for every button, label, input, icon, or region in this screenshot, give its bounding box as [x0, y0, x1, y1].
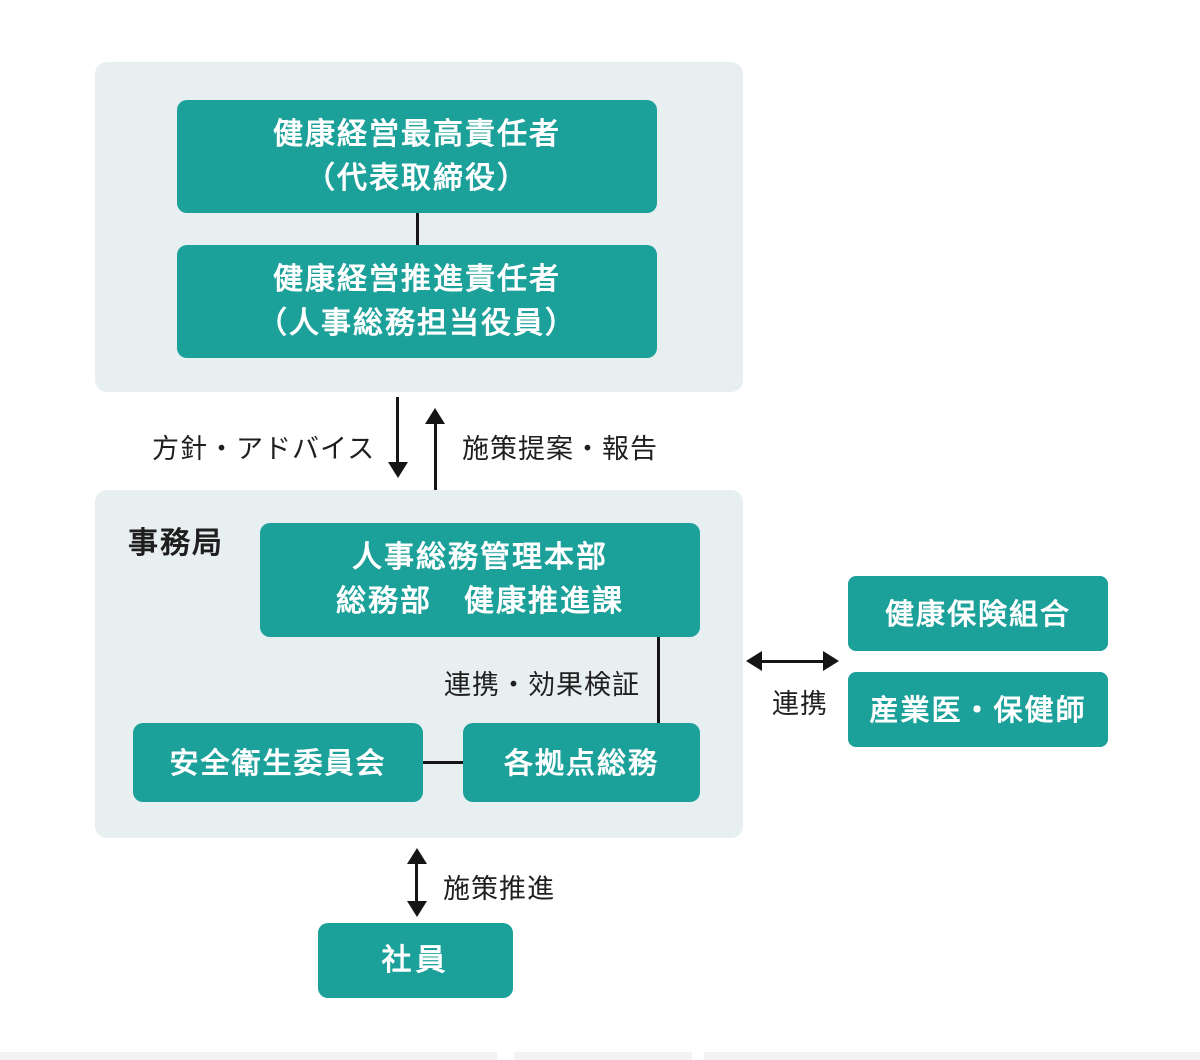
hq-health-promotion-box: 人事総務管理本部 総務部 健康推進課 — [260, 523, 700, 637]
bottom-edge-strip — [514, 1052, 692, 1060]
occupational-health-box: 産業医・保健師 — [848, 672, 1108, 747]
proposal-report-label: 施策提案・報告 — [462, 434, 658, 465]
policy-advice-label: 方針・アドバイス — [152, 434, 376, 465]
secretariat-title: 事務局 — [128, 526, 224, 561]
safety-committee-label: 安全衛生委員会 — [169, 745, 387, 780]
collab-arrow-line — [760, 660, 824, 663]
promote-up-arrowhead-icon — [407, 848, 427, 864]
bottom-edge-strip — [0, 1052, 497, 1060]
chief-health-officer-box: 健康経営最高責任者 （代表取締役） — [177, 100, 657, 213]
right-arrowhead-icon — [823, 651, 839, 671]
up-arrowhead-icon — [425, 408, 445, 424]
promotion-officer-box: 健康経営推進責任者 （人事総務担当役員） — [177, 245, 657, 358]
promoter-box-line1: 健康経営推進責任者 — [273, 261, 561, 297]
hq-site-connector — [657, 637, 660, 727]
safety-site-connector — [423, 761, 463, 764]
hq-box-line1: 人事総務管理本部 — [352, 540, 608, 575]
employee-box: 社員 — [318, 923, 513, 998]
collab-label: 連携 — [772, 689, 828, 720]
site-admin-box: 各拠点総務 — [463, 723, 700, 802]
left-arrowhead-icon — [746, 651, 762, 671]
chief-promoter-connector — [416, 213, 419, 245]
site-admin-label: 各拠点総務 — [503, 745, 659, 780]
report-up-arrow-line — [434, 423, 437, 490]
promote-down-arrowhead-icon — [407, 901, 427, 917]
chief-box-line1: 健康経営最高責任者 — [273, 116, 561, 152]
promote-arrow-line — [415, 862, 418, 902]
collab-verify-label: 連携・効果検証 — [444, 670, 640, 701]
health-insurance-label: 健康保険組合 — [884, 596, 1071, 631]
policy-down-arrow-line — [396, 397, 399, 463]
chief-box-line2: （代表取締役） — [305, 160, 529, 196]
occupational-health-label: 産業医・保健師 — [869, 692, 1087, 727]
safety-committee-box: 安全衛生委員会 — [133, 723, 423, 802]
promoter-box-line2: （人事総務担当役員） — [257, 305, 577, 341]
health-insurance-box: 健康保険組合 — [848, 576, 1108, 651]
bottom-edge-strip — [704, 1052, 1200, 1060]
down-arrowhead-icon — [388, 462, 408, 478]
promote-label: 施策推進 — [443, 874, 555, 905]
hq-box-line2: 総務部 健康推進課 — [336, 584, 624, 619]
employee-label: 社員 — [381, 942, 450, 978]
